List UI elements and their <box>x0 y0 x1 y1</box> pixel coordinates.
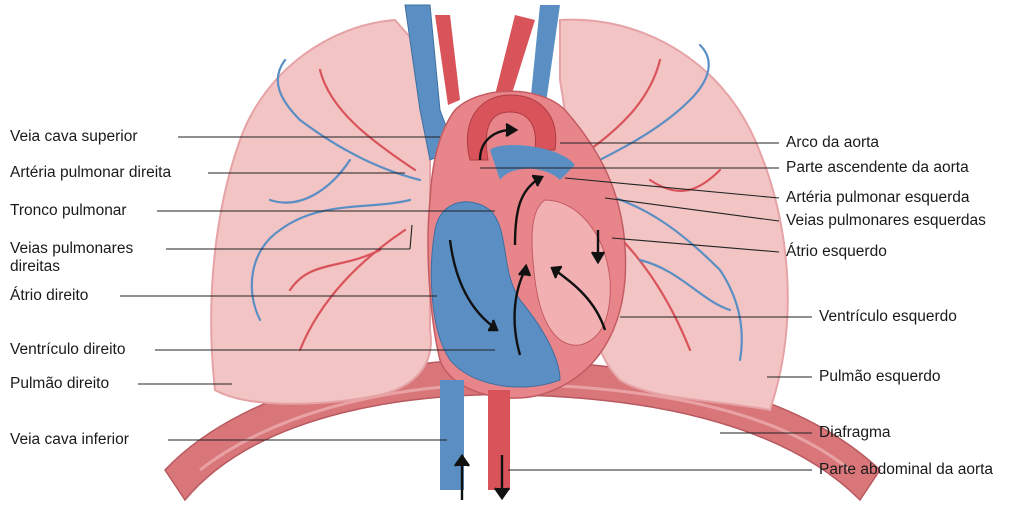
label-arco-da-aorta: Arco da aorta <box>786 134 880 151</box>
label-pulmao-esquerdo: Pulmão esquerdo <box>819 368 941 385</box>
lung-vessels <box>250 43 743 362</box>
label-ventriculo-direito: Ventrículo direito <box>10 341 126 358</box>
label-atrio-esquerdo: Átrio esquerdo <box>786 243 887 260</box>
label-atrio-direito: Átrio direito <box>10 287 89 304</box>
label-tronco-pulmonar: Tronco pulmonar <box>10 202 127 219</box>
right-atrium-ventricle <box>430 201 561 388</box>
label-arteria-pulmonar-direita: Artéria pulmonar direita <box>10 164 172 181</box>
label-arteria-pulmonar-esquerda: Artéria pulmonar esquerda <box>786 189 970 206</box>
abdominal-aorta <box>488 390 510 490</box>
label-parte-ascendente-da-aorta: Parte ascendente da aorta <box>786 159 969 176</box>
label-veias-pulmonares-direitas: Veias pulmonares direitas <box>10 240 134 275</box>
leader-lines <box>120 136 812 471</box>
label-veias-pulmonares-esquerdas: Veias pulmonares esquerdas <box>786 212 986 229</box>
label-veia-cava-superior: Veia cava superior <box>10 128 138 145</box>
aortic-arch <box>466 94 557 161</box>
label-veia-cava-inferior: Veia cava inferior <box>10 431 129 448</box>
label-pulmao-direito: Pulmão direito <box>10 375 110 392</box>
inferior-vena-cava <box>440 380 464 490</box>
label-parte-abdominal-da-aorta: Parte abdominal da aorta <box>819 461 994 478</box>
label-ventriculo-esquerdo: Ventrículo esquerdo <box>819 308 957 325</box>
pulmonary-trunk <box>490 145 575 180</box>
flow-arrows <box>448 122 607 501</box>
label-diafragma: Diafragma <box>819 424 891 441</box>
